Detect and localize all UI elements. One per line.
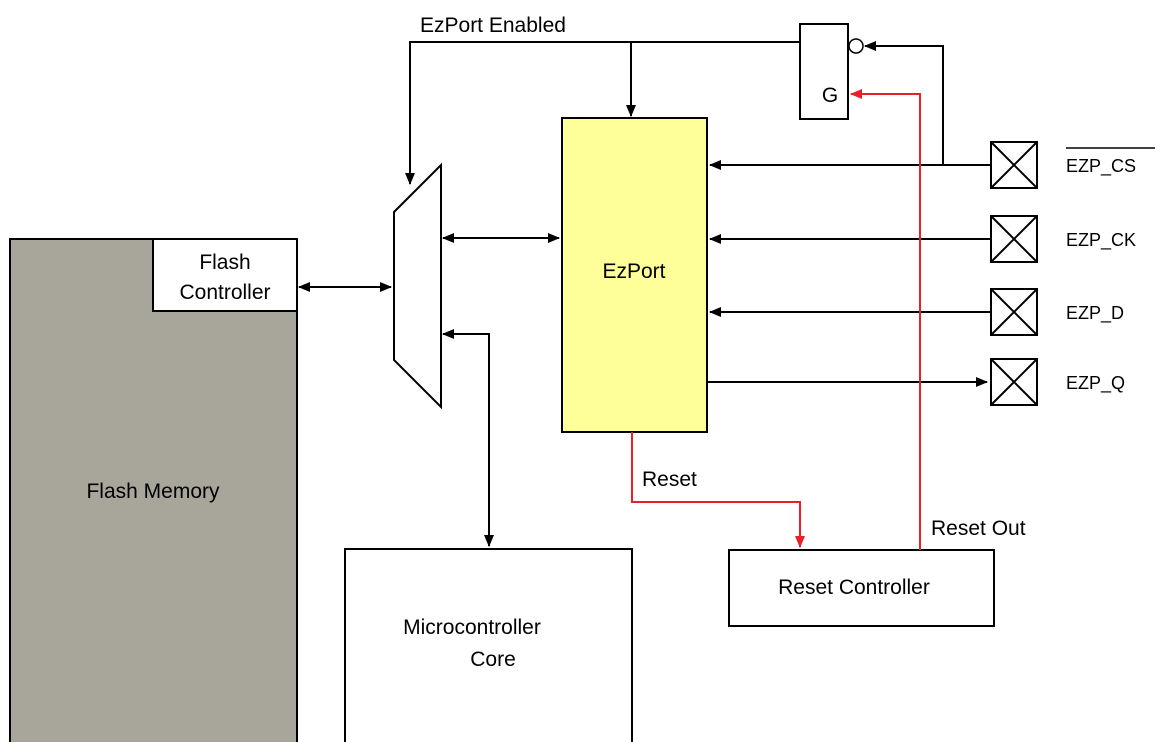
- microcontroller-core-block: [344, 548, 633, 742]
- ezp-d-label: EZP_D: [1066, 303, 1124, 324]
- ezp-d-pin: EZP_D: [990, 288, 1124, 336]
- crossed-box-icon: [990, 215, 1038, 263]
- ezp-cs-label: EZP_CS: [1066, 156, 1136, 177]
- gate-block: [799, 23, 849, 120]
- flash-controller-label-line1: Flash: [199, 251, 250, 274]
- reset-label: Reset: [642, 468, 697, 491]
- ezport-block: [561, 117, 708, 433]
- crossed-box-icon: [990, 141, 1038, 189]
- reset-controller-block: [728, 549, 995, 627]
- ezport-enabled-label: EzPort Enabled: [420, 14, 566, 37]
- ezp-ck-label: EZP_CK: [1066, 230, 1136, 251]
- reset-out-wire: [850, 89, 921, 550]
- reset-out-label: Reset Out: [931, 517, 1026, 540]
- flash-controller-block: [152, 238, 298, 312]
- gate-label: G: [822, 84, 838, 107]
- flash-memory-label: Flash Memory: [86, 480, 220, 503]
- crossed-box-icon: [990, 288, 1038, 336]
- mux-core-bus: [442, 329, 494, 547]
- ezp-q-label: EZP_Q: [1066, 373, 1125, 394]
- ezp-cs-pin: EZP_CS: [990, 141, 1155, 189]
- flash-memory-block: [9, 238, 298, 742]
- reset-wire: [631, 432, 805, 548]
- microcontroller-core-label-line2: Core: [470, 648, 516, 671]
- ezport-enabled-wire: [405, 41, 800, 185]
- ezp-q-pin: EZP_Q: [990, 358, 1125, 406]
- multiplexer-block: [393, 162, 442, 410]
- ezport-label: EzPort: [602, 260, 665, 283]
- crossed-box-icon: [990, 358, 1038, 406]
- microcontroller-core-label-line1: Microcontroller: [403, 616, 541, 639]
- reset-controller-label: Reset Controller: [778, 576, 930, 599]
- ezp-ck-pin: EZP_CK: [990, 215, 1136, 263]
- flash-controller-label-line2: Controller: [179, 281, 270, 304]
- ezp-cs-to-gate-wire: [864, 41, 944, 165]
- gate-inverter-bubble: [848, 38, 864, 54]
